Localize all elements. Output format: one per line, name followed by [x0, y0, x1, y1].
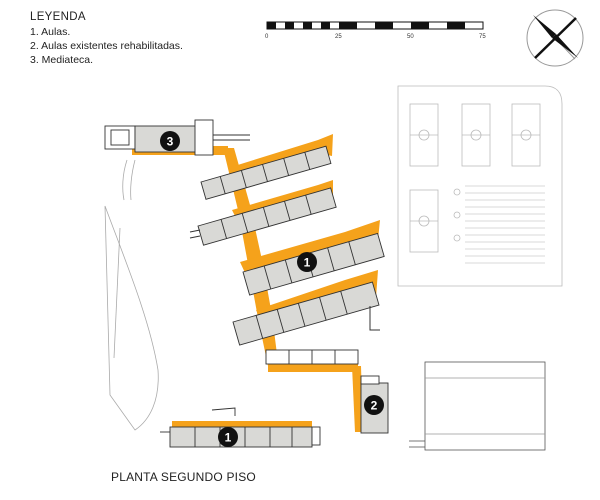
marker-aulas-top-label: 1: [304, 256, 311, 270]
marker-aulas-top: 1: [297, 252, 317, 272]
legend-item-mediateca: 3. Mediateca.: [30, 54, 94, 66]
scale-label-50: 50: [407, 34, 414, 40]
plan-title: PLANTA SEGUNDO PISO: [111, 470, 256, 484]
bottom-classrooms-block: [160, 407, 321, 448]
legend-item-aulas-existentes: 2. Aulas existentes rehabilitadas.: [30, 40, 183, 52]
north-arrow-icon: [526, 9, 584, 67]
scale-label-0: 0: [265, 34, 269, 40]
marker-mediateca-label: 3: [167, 135, 174, 149]
marker-mediateca: 3: [160, 131, 180, 151]
existing-classrooms-block: [265, 349, 389, 434]
classroom-wing-4: [232, 281, 380, 346]
marker-aulas-existentes: 2: [364, 395, 384, 415]
scale-label-75: 75: [479, 34, 486, 40]
scale-label-25: 25: [335, 34, 342, 40]
marker-aulas-existentes-label: 2: [371, 399, 378, 413]
existing-building-context: [409, 361, 546, 451]
classroom-wing-2: [197, 187, 337, 246]
curved-wall-context: [104, 159, 159, 431]
marker-aulas-bottom: 1: [218, 427, 238, 447]
legend: LEYENDA 1. Aulas. 2. Aulas existentes re…: [30, 10, 183, 67]
sports-courts-context: [397, 85, 563, 287]
wing-end-walls: [189, 229, 380, 331]
classroom-wing-1: [200, 145, 332, 200]
scale-bar: 0 25 50 75: [265, 21, 486, 40]
marker-aulas-bottom-label: 1: [225, 431, 232, 445]
legend-title: LEYENDA: [30, 11, 86, 23]
legend-item-aulas: 1. Aulas.: [30, 26, 71, 38]
